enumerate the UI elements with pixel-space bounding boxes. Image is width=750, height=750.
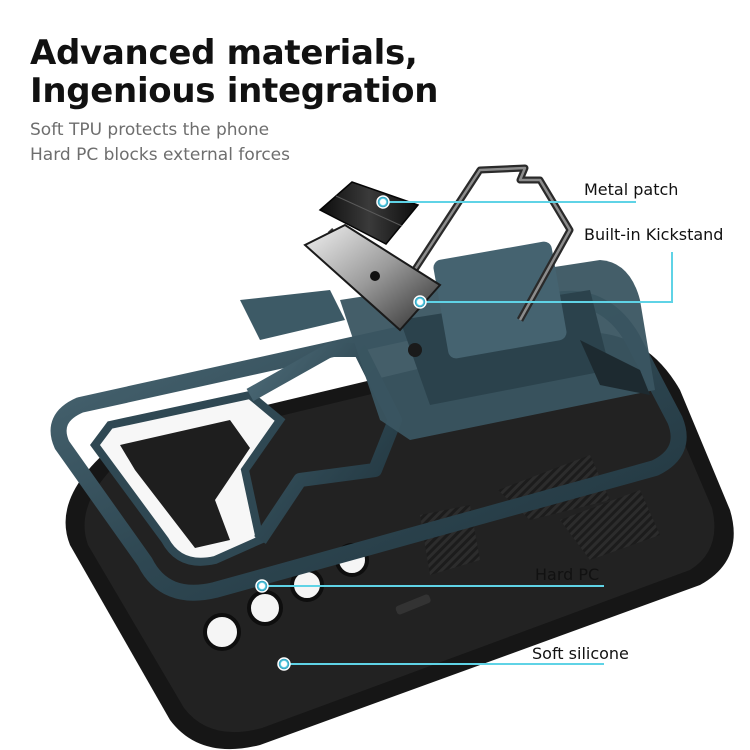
callout-metal-patch: Metal patch [584, 180, 679, 199]
callout-dots [255, 195, 427, 671]
headline-line-1: Advanced materials, [30, 33, 418, 73]
metal-patch [318, 181, 420, 245]
subtitle: Soft TPU protects the phone Hard PC bloc… [30, 118, 290, 168]
headline: Advanced materials, Ingenious integratio… [30, 34, 438, 110]
callout-hard-pc: Hard PC [535, 565, 600, 584]
kickstand-dot [413, 295, 427, 309]
hard-pc-dot [255, 579, 269, 593]
subtitle-line-1: Soft TPU protects the phone [30, 120, 270, 140]
hard-pc-frame [50, 241, 687, 601]
callout-lines [262, 201, 673, 665]
metal-patch-dot [376, 195, 390, 209]
soft-silicone-dot [277, 657, 291, 671]
callout-built-in-kickstand: Built-in Kickstand [584, 225, 724, 244]
kickstand-line [420, 252, 673, 303]
metal-plate [303, 223, 442, 332]
callout-soft-silicone: Soft silicone [532, 644, 629, 663]
headline-line-2: Ingenious integration [30, 71, 439, 111]
subtitle-line-2: Hard PC blocks external forces [30, 145, 290, 165]
